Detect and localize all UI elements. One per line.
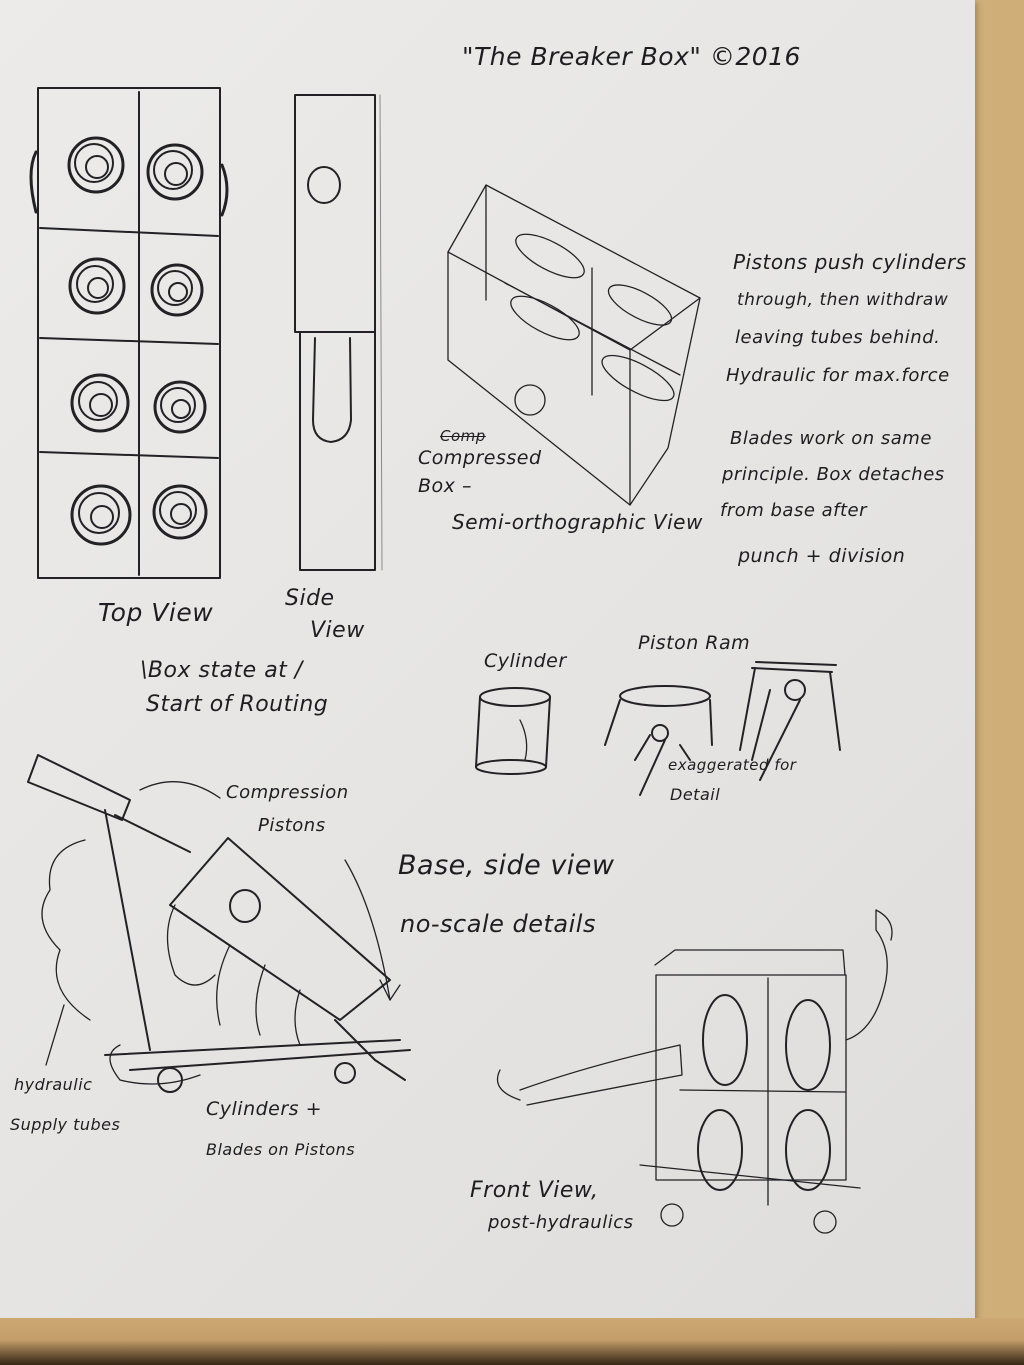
sketch-paper [0,0,975,1345]
compressed-box-label-2: Box – [418,475,472,497]
front-view-label-2: post-hydraulics [488,1212,634,1233]
compressed-strike-label: Comp [440,427,486,445]
base-side-view-label-1: Base, side view [398,850,615,881]
notes-line-2: through, then withdraw [737,290,949,310]
compression-pistons-label-2: Pistons [258,815,326,836]
side-view-label-1: Side [285,586,335,611]
notes-line-7: principle. Box detaches [722,464,945,485]
notes-line-9: punch + division [738,545,906,567]
cylinders-blades-label-1: Cylinders + [206,1098,323,1120]
box-state-label-1: \Box state at / [140,658,303,683]
compressed-box-drawing [447,184,701,506]
top-view-drawing [29,87,229,579]
hydraulic-label-1: hydraulic [14,1075,93,1094]
cylinders-blades-label-2: Blades on Pistons [206,1140,356,1159]
exaggerated-label-1: exaggerated for [668,756,797,774]
top-view-label: Top View [98,598,214,627]
box-state-label-2: Start of Routing [146,692,329,717]
cylinder-label: Cylinder [484,650,567,672]
front-view-label-1: Front View, [470,1178,599,1203]
notes-line-6: Blades work on same [730,428,932,449]
front-view-drawing [496,909,893,1234]
compression-pistons-label-1: Compression [226,782,349,803]
sketch-title: "The Breaker Box" ©2016 [462,42,801,71]
side-view-drawing [294,94,383,571]
notes-line-1: Pistons push cylinders [733,250,967,274]
piston-ram-label: Piston Ram [638,632,751,654]
piston-ram-drawing [604,661,841,796]
cylinder-drawing [475,687,551,775]
base-side-view-drawing [27,754,411,1093]
desk-shadow [0,1340,1024,1365]
notes-line-3: leaving tubes behind. [735,327,941,348]
notes-line-8: from base after [720,500,868,521]
hydraulic-label-2: Supply tubes [10,1115,121,1134]
compressed-box-label-1: Compressed [418,447,542,469]
side-view-label-2: View [310,618,365,643]
base-side-view-label-2: no-scale details [400,910,596,938]
semi-ortho-label: Semi-orthographic View [452,510,703,534]
exaggerated-label-2: Detail [670,785,721,804]
notes-line-4: Hydraulic for max.force [726,365,950,386]
